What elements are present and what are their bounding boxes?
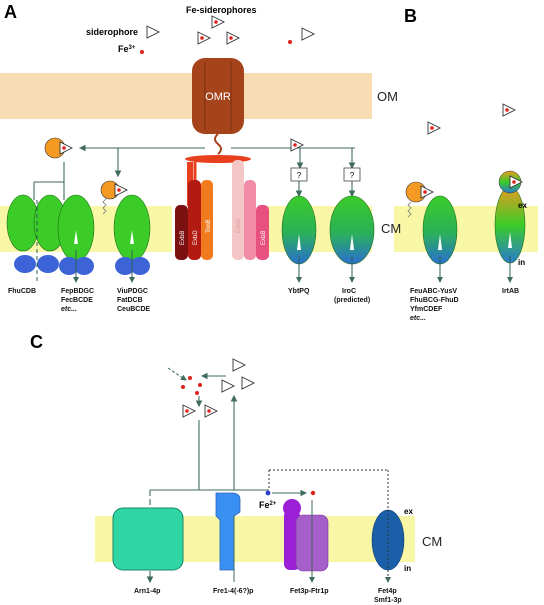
siderophore-legend-icon — [146, 25, 160, 39]
siderophore-periplasm — [290, 138, 304, 152]
label-yfmcdef: YfmCDEF — [410, 306, 443, 313]
panel-a-label: A — [4, 2, 17, 22]
fe3-legend-label: Fe3+ — [118, 44, 136, 54]
label-ybtpq: YbtPQ — [288, 288, 310, 295]
binding-protein-b — [405, 181, 434, 218]
transporter-fhucdb — [6, 194, 67, 282]
cm-label-a: CM — [381, 221, 401, 236]
label-irtab: IrtAB — [502, 288, 519, 295]
outer-membrane-band — [0, 73, 372, 119]
label-arn: Arn1-4p — [134, 588, 160, 595]
label-fre: Fre1-4(-6?)p — [213, 588, 253, 595]
ex-label-c: ex — [404, 507, 413, 516]
label-fet3: Fet3p-Ftr1p — [290, 588, 329, 595]
fe-siderophores-title: Fe-siderophores — [186, 5, 257, 15]
fet4-transporter — [371, 509, 405, 583]
omr-label: OMR — [205, 91, 231, 103]
label-iroc: IroC — [342, 288, 356, 295]
fet3-ftr1-complex — [283, 499, 329, 583]
exbd-label-right: ExbD — [236, 218, 242, 233]
fe3-dot-c — [310, 490, 316, 496]
label-fhucdb: FhuCDB — [8, 288, 36, 295]
cm-label-c: CM — [422, 534, 442, 549]
binding-protein-a1 — [44, 137, 73, 159]
siderophore-legend-label: siderophore — [86, 27, 138, 37]
label-feuabc: FeuABC-YusV — [410, 288, 457, 295]
tonb-complex: ExbB ExbD TonB ExbD ExbB — [175, 155, 269, 260]
in-label-c: in — [404, 564, 411, 573]
transporter-feuabc — [422, 195, 458, 283]
label-etc-b: etc... — [410, 315, 426, 322]
label-fhubcg: FhuBCG-FhuD — [410, 297, 459, 304]
fe2-dot — [265, 490, 271, 496]
in-label-b: in — [518, 258, 525, 267]
label-fet4: Fet4p — [378, 588, 397, 595]
label-fepbdgc: FepBDGC — [61, 288, 94, 295]
arn-transporter — [112, 507, 184, 571]
panel-c-top-molecules — [167, 358, 255, 418]
unknown-mark-ybt: ? — [297, 171, 302, 180]
fe-siderophore-icons-top — [197, 15, 240, 45]
fre-reductase — [215, 492, 241, 582]
exbd-label-left: ExbD — [193, 230, 199, 245]
label-fatdcb: FatDCB — [117, 297, 143, 304]
om-label: OM — [377, 89, 398, 104]
exbb-label-left: ExbB — [180, 231, 186, 245]
outer-membrane-receptor: OMR — [192, 58, 244, 155]
panel-c-label: C — [30, 332, 43, 352]
transporter-fepbdgc — [57, 194, 95, 283]
unknown-mark-iroc: ? — [350, 171, 355, 180]
tonb-label: TonB — [206, 219, 212, 233]
exbb-label-right: ExbB — [261, 231, 267, 245]
ex-label-b: ex — [518, 201, 527, 210]
fe3-legend-dot — [140, 50, 144, 54]
label-iroc-predicted: (predicted) — [334, 297, 370, 304]
fe2-label: Fe2+ — [259, 500, 277, 510]
label-smf: Smf1-3p — [374, 597, 402, 604]
transporter-irtab — [494, 170, 526, 283]
transporter-iroc — [329, 195, 375, 283]
label-ceubcde: CeuBCDE — [117, 306, 150, 313]
transporter-viupdgc — [113, 194, 151, 283]
unknown-binding-boxes: ? ? — [290, 167, 361, 198]
siderophore-b2 — [502, 103, 516, 117]
free-siderophore-and-iron — [288, 27, 315, 44]
label-viupdgc: ViuPDGC — [117, 288, 148, 295]
panel-b-label: B — [404, 6, 417, 26]
siderophore-b1 — [427, 121, 441, 135]
periplasm-arrows-a — [33, 144, 356, 200]
transporter-ybtpq — [281, 195, 317, 283]
binding-protein-a2 — [100, 180, 128, 215]
label-fecbcde: FecBCDE — [61, 297, 93, 304]
label-etc-a: etc... — [61, 306, 77, 313]
